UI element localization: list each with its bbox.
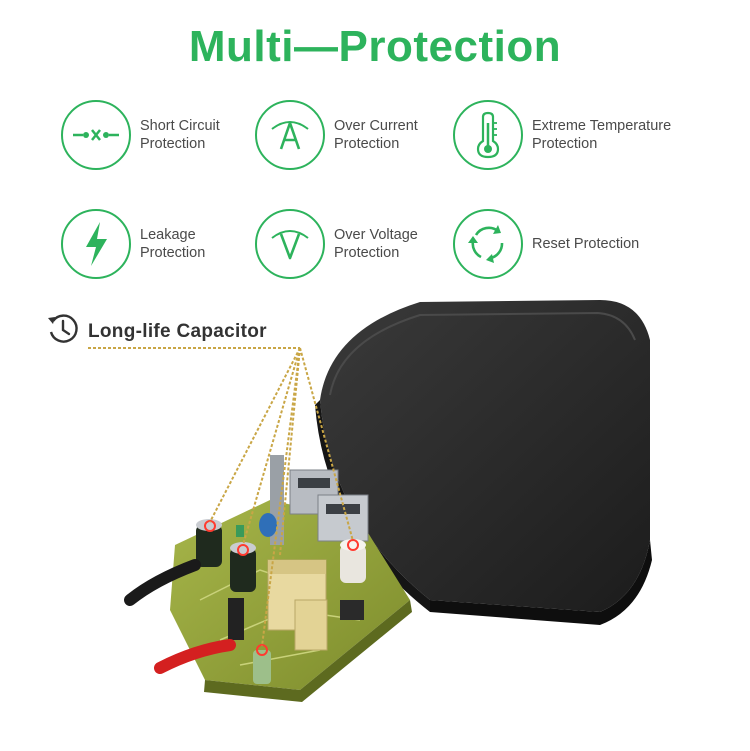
feature-label: Extreme Temperature Protection [532,118,672,152]
feature-label: Over Voltage Protection [334,227,418,261]
thermometer-icon [453,100,523,170]
ammeter-icon [255,100,325,170]
reset-arrows-icon [453,209,523,279]
feature-label: Leakage Protection [140,227,206,261]
feature-label: Reset Protection [532,236,640,252]
feature-short-circuit: Short Circuit Protection [61,100,220,170]
clock-icon [46,312,80,351]
feature-over-voltage: Over Voltage Protection [255,209,418,279]
feature-extreme-temperature: Extreme Temperature Protection [453,100,671,170]
capacitor-callout: Long-life Capacitor [46,312,267,351]
feature-label: Short Circuit Protection [140,118,220,152]
feature-label: Over Current Protection [334,118,418,152]
voltmeter-icon [255,209,325,279]
page-title: Multi—Protection [188,22,562,71]
cables [124,559,236,674]
short-circuit-icon [61,100,131,170]
feature-reset: Reset Protection [453,209,639,279]
feature-leakage: Leakage Protection [61,209,205,279]
capacitor-leaders [209,347,354,647]
components [196,513,366,684]
charger-case [315,300,652,625]
capacitor-label-text: Long-life Capacitor [88,320,267,342]
lightning-bolt-icon [61,209,131,279]
feature-over-current: Over Current Protection [255,100,418,170]
